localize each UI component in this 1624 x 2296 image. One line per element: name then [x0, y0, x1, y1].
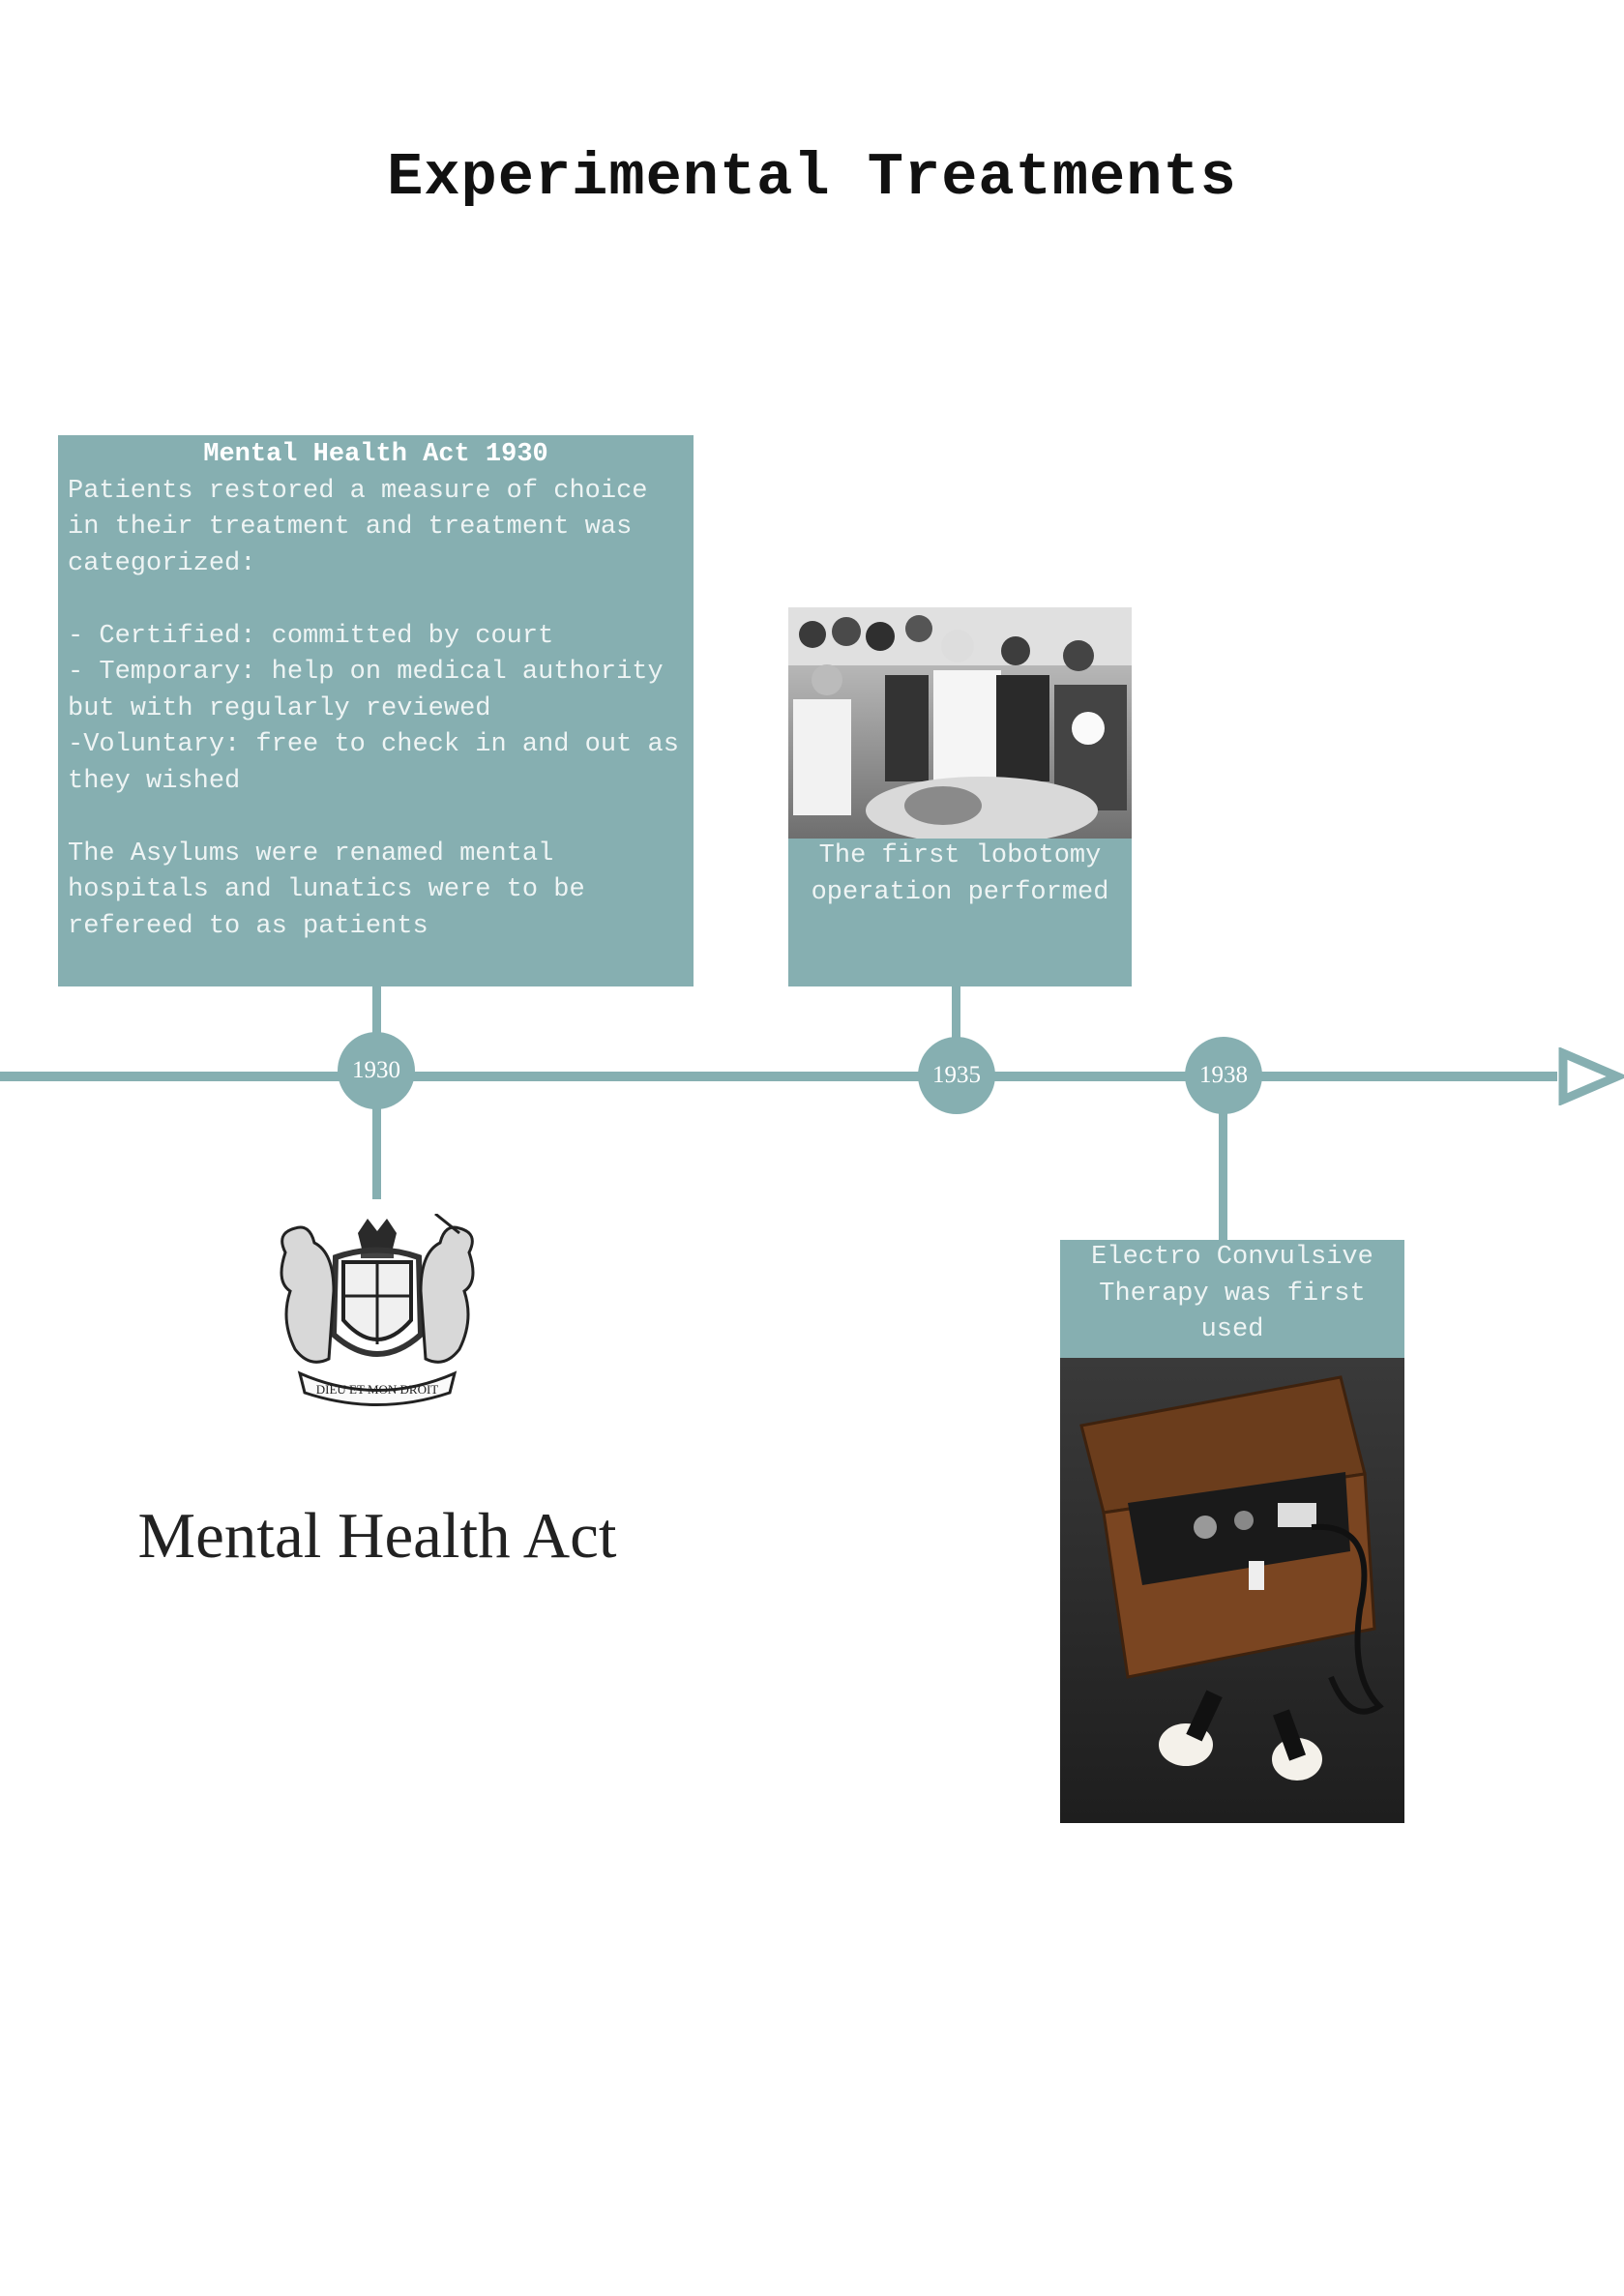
act-heading: Mental Health Act 1930	[203, 440, 548, 469]
mental-health-act-logo-text: Mental Health Act	[137, 1500, 617, 1572]
act-category-certified: - Certified: committed by court	[68, 621, 554, 651]
act-category-voluntary: -Voluntary: free to check in and out as …	[68, 730, 679, 796]
royal-coat-of-arms-icon: DIEU ET MON DROIT	[280, 1214, 475, 1406]
lobotomy-photo	[788, 607, 1132, 839]
page-title: Experimental Treatments	[387, 143, 1237, 212]
act-category-temporary: - Temporary: help on medical authority b…	[68, 658, 664, 723]
timeline-line	[0, 1072, 1557, 1081]
crest-motto: DIEU ET MON DROIT	[316, 1382, 439, 1397]
year-marker-1938: 1938	[1185, 1037, 1262, 1114]
stem-1930-up	[372, 986, 381, 1040]
act-closing: The Asylums were renamed mental hospital…	[68, 839, 585, 941]
ect-machine-photo	[1060, 1358, 1404, 1823]
lobotomy-caption: The first lobotomy operation performed	[788, 839, 1132, 986]
act-intro: Patients restored a measure of choice in…	[68, 476, 648, 578]
mental-health-act-box: Mental Health Act 1930 Patients restored…	[58, 435, 694, 986]
year-marker-1935: 1935	[918, 1037, 995, 1114]
ect-caption: Electro Convulsive Therapy was first use…	[1060, 1240, 1404, 1358]
timeline-arrow-icon	[1558, 1047, 1624, 1105]
year-marker-1930: 1930	[338, 1032, 415, 1109]
stem-1935-up	[952, 986, 960, 1045]
stem-1938-down	[1219, 1107, 1227, 1240]
stem-1930-down	[372, 1107, 381, 1199]
